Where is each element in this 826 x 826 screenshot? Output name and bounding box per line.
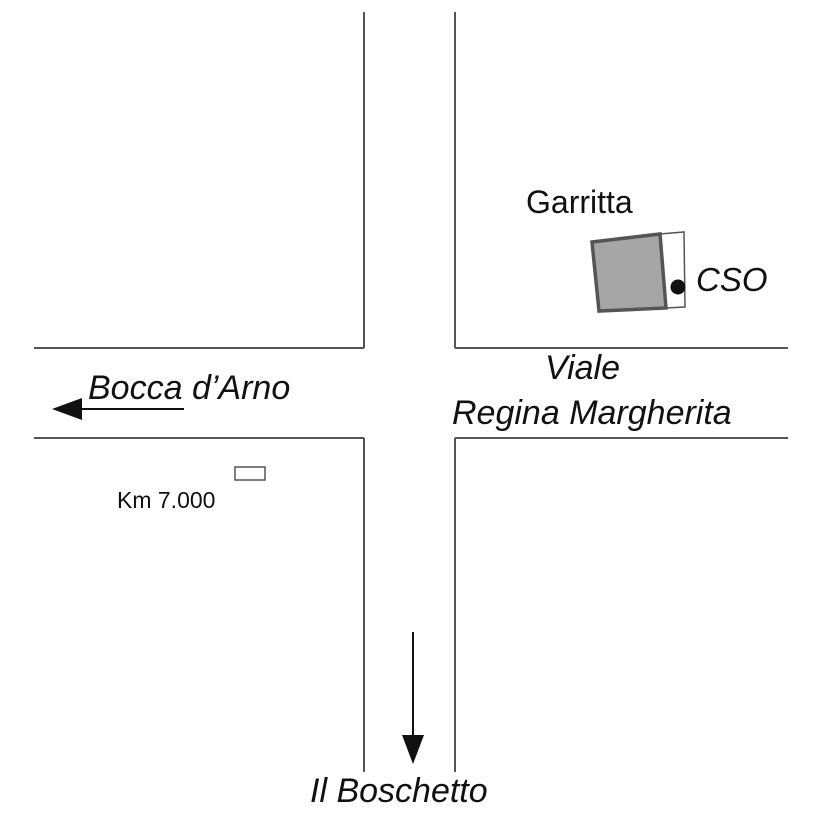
arrow-left-icon — [52, 398, 184, 420]
km-marker-icon — [234, 466, 266, 481]
viale-label-line2: Regina Margherita — [452, 394, 732, 432]
road-edges — [34, 12, 788, 772]
bocca-darno-label: Bocca d’Arno — [88, 369, 291, 407]
garritta-building — [590, 231, 686, 313]
cso-label: CSO — [696, 261, 768, 298]
arrow-down-icon — [402, 632, 424, 764]
garritta-main-block — [590, 232, 668, 313]
cso-marker-icon — [670, 279, 686, 295]
garritta-label: Garritta — [526, 184, 633, 220]
viale-label-line1: Viale — [545, 349, 620, 387]
km-label: Km 7.000 — [117, 487, 216, 513]
il-boschetto-label: Il Boschetto — [310, 772, 488, 810]
